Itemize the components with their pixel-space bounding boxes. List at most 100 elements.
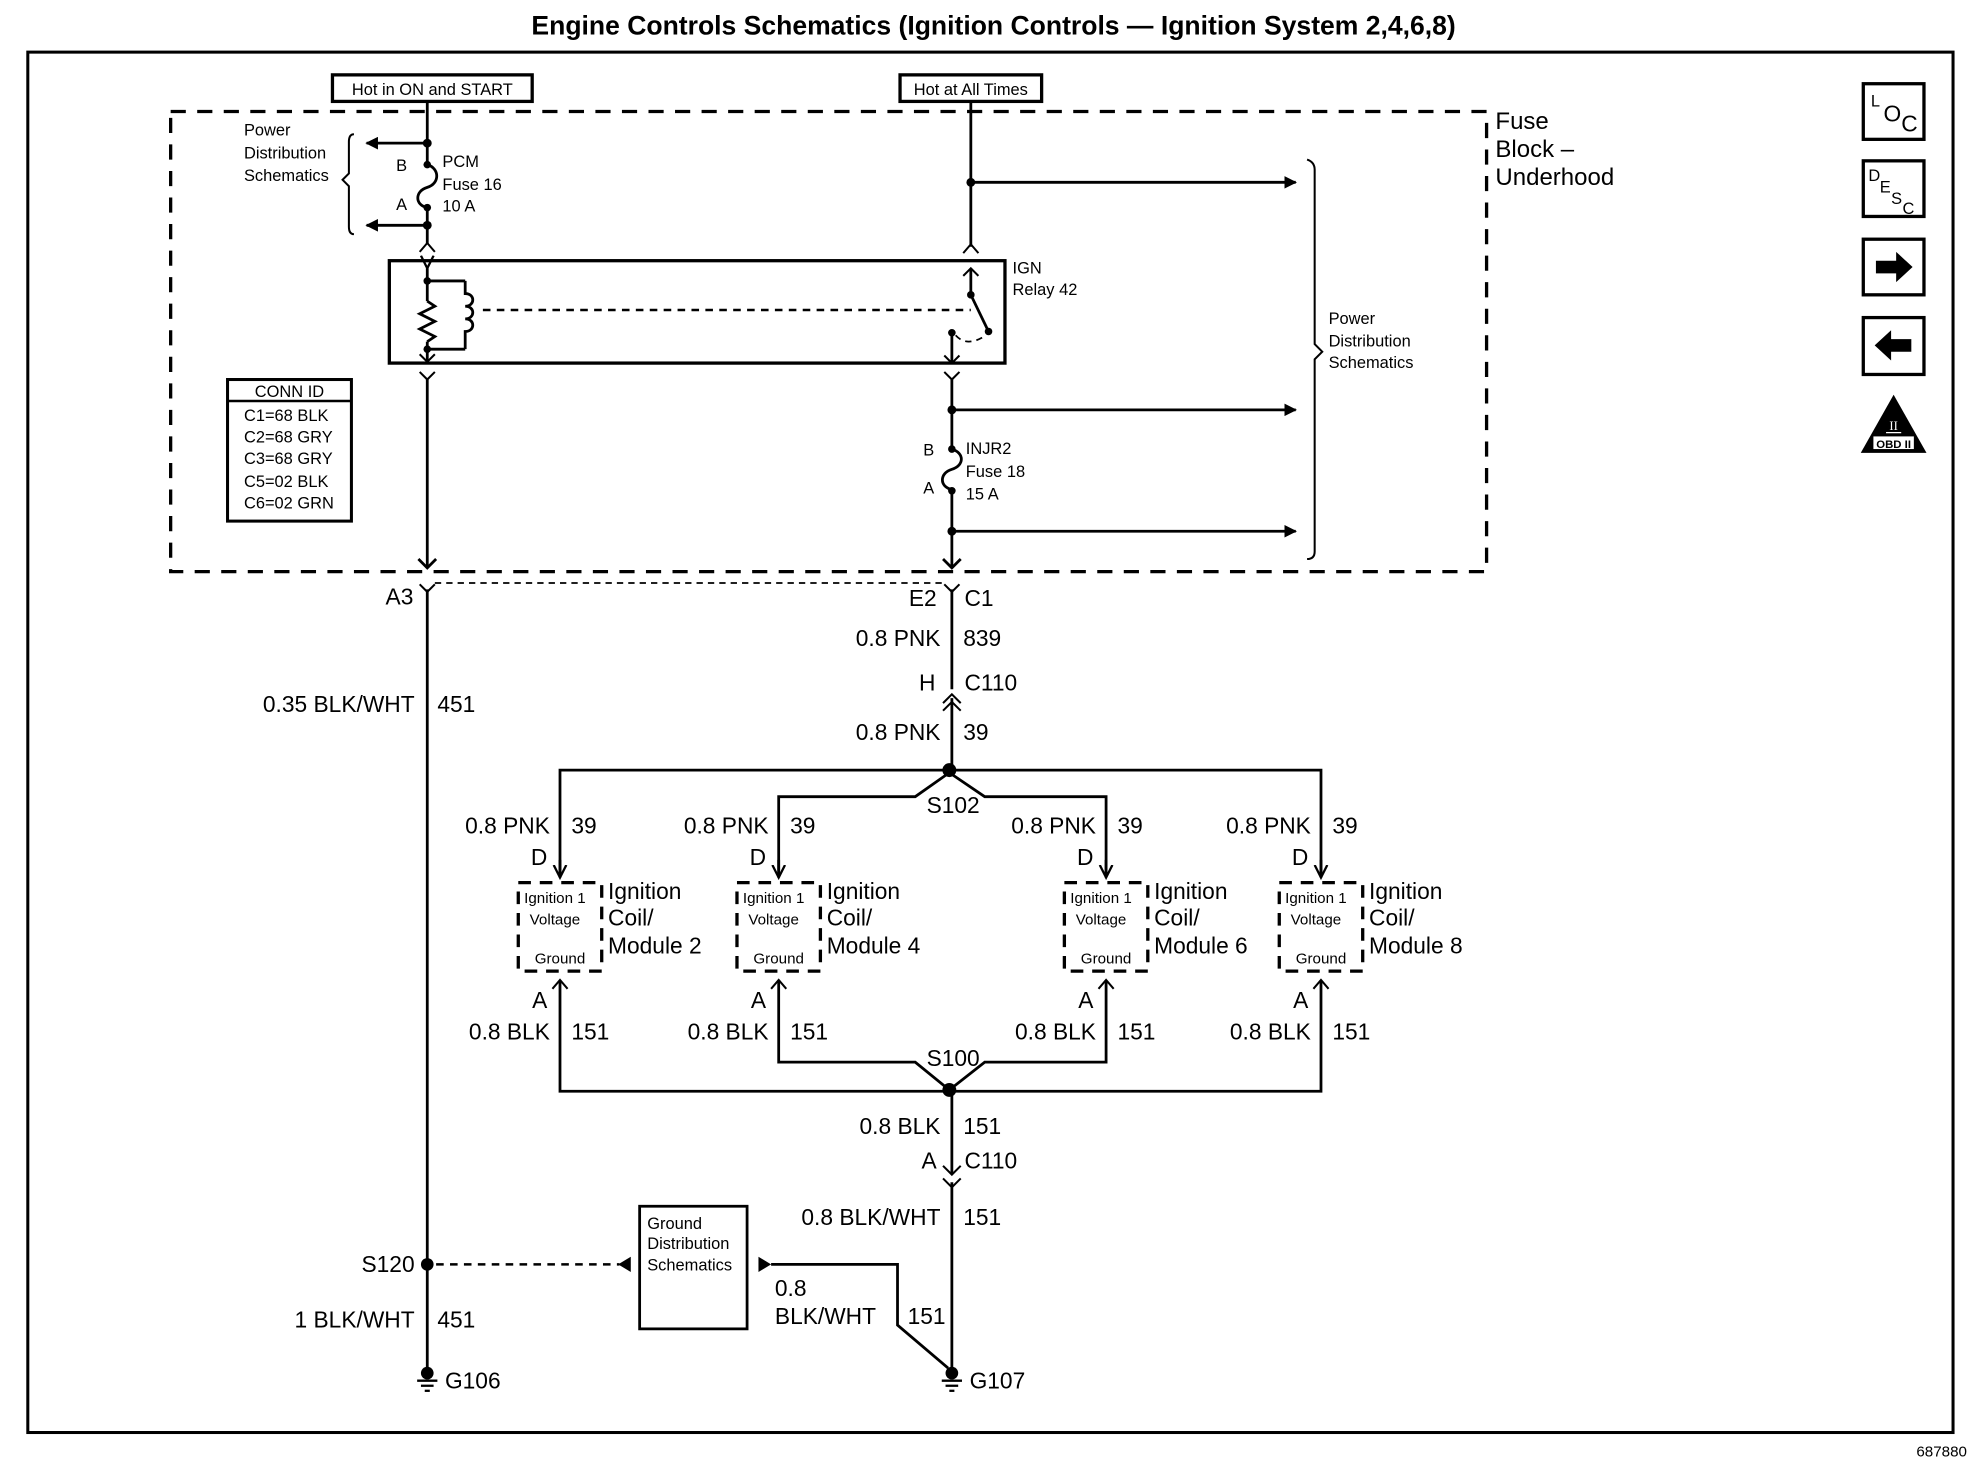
- module-pin-label: Ignition 1: [743, 890, 805, 907]
- svg-text:PCM: PCM: [442, 153, 479, 171]
- svg-text:INJR2: INJR2: [966, 440, 1012, 458]
- figure-id: 687880: [1916, 1444, 1967, 1461]
- svg-text:15 A: 15 A: [966, 486, 999, 504]
- svg-text:S: S: [1891, 190, 1902, 208]
- connector-pin: D: [1292, 844, 1308, 870]
- module-pin-label: Ignition 1: [524, 890, 586, 907]
- svg-text:Hot in ON and START: Hot in ON and START: [352, 81, 513, 99]
- next-button[interactable]: [1861, 237, 1926, 297]
- fuse-block-label: Fuse Block – Underhood: [1495, 108, 1614, 191]
- prev-button[interactable]: [1861, 315, 1926, 377]
- svg-text:D: D: [1868, 167, 1880, 185]
- circuit-label: 39: [571, 812, 596, 838]
- connector-c110: C110: [965, 669, 1018, 695]
- circuit-label: 151: [963, 1204, 1001, 1230]
- svg-text:Distribution: Distribution: [1329, 333, 1411, 351]
- svg-text:Schematics: Schematics: [647, 1257, 732, 1275]
- injr-wire: [941, 379, 1297, 570]
- svg-text:10 A: 10 A: [442, 197, 475, 215]
- module-pin-label: Voltage: [530, 911, 581, 928]
- power-dist-left: Power Distribution Schematics: [244, 122, 355, 236]
- svg-text:A: A: [396, 196, 407, 214]
- loc-button[interactable]: L O C: [1861, 82, 1926, 141]
- svg-text:C5=02 BLK: C5=02 BLK: [244, 473, 328, 491]
- module-pin-label: Ground: [753, 951, 804, 968]
- desc-button[interactable]: D E S C: [1861, 159, 1926, 219]
- connector-pin: D: [531, 844, 547, 870]
- svg-text:Power: Power: [1329, 310, 1376, 328]
- wire-label: 0.8 BLK: [860, 1113, 941, 1139]
- batt-feed-wire: [962, 101, 1297, 254]
- circuit-label: 839: [963, 625, 1001, 651]
- connector-pin: A: [1293, 987, 1309, 1013]
- circuit-label: 151: [1117, 1018, 1155, 1044]
- main-circuit: [551, 583, 1330, 1392]
- svg-text:Distribution: Distribution: [647, 1235, 729, 1253]
- svg-text:II: II: [1889, 419, 1897, 433]
- svg-text:Fuse 18: Fuse 18: [966, 463, 1025, 481]
- module-pin-label: Voltage: [1076, 911, 1127, 928]
- connector-c1: C1: [965, 585, 994, 611]
- svg-text:L: L: [1871, 92, 1880, 110]
- circuit-label: 151: [963, 1113, 1001, 1139]
- wire-label: 0.8 PNK: [1011, 812, 1096, 838]
- splice-s120: S120: [361, 1251, 414, 1277]
- diagram-frame: [26, 50, 1955, 1435]
- svg-text:Underhood: Underhood: [1495, 164, 1614, 191]
- wire-label: 1 BLK/WHT: [295, 1307, 415, 1333]
- svg-text:B: B: [923, 441, 934, 459]
- connector-pin: D: [750, 844, 766, 870]
- svg-text:OBD II: OBD II: [1876, 439, 1911, 451]
- svg-text:C2=68 GRY: C2=68 GRY: [244, 429, 333, 447]
- module-pin-label: Ignition 1: [1070, 890, 1132, 907]
- module-name: Module 2: [608, 932, 702, 958]
- c110-pin-a: A: [922, 1147, 938, 1173]
- page-title: Engine Controls Schematics (Ignition Con…: [531, 10, 1455, 40]
- svg-text:Ground: Ground: [647, 1215, 702, 1233]
- wire-label: 0.8 BLK: [469, 1018, 550, 1044]
- wire-label: 0.8 BLK: [1015, 1018, 1096, 1044]
- circuit-label: 39: [790, 812, 815, 838]
- module-name: Coil/: [827, 905, 873, 931]
- ign-relay: [387, 261, 1007, 365]
- module-name: Ignition: [827, 878, 900, 904]
- ignition-coil-module: Ignition 1VoltageGroundIgnitionCoil/Modu…: [465, 812, 701, 1044]
- ground-g106: G106: [445, 1367, 501, 1393]
- power-source-batt: Hot at All Times: [898, 73, 1044, 104]
- connector-pin: A: [532, 987, 548, 1013]
- svg-text:O: O: [1884, 101, 1902, 127]
- svg-text:Fuse: Fuse: [1495, 108, 1548, 135]
- svg-text:A: A: [923, 479, 934, 497]
- connector-a3: A3: [386, 584, 414, 610]
- circuit-label: 39: [1332, 812, 1357, 838]
- power-source-ign: Hot in ON and START: [330, 73, 534, 104]
- circuit-label: 151: [1332, 1018, 1370, 1044]
- svg-text:Block –: Block –: [1495, 136, 1574, 163]
- arrow-right-icon: [1875, 251, 1913, 283]
- relay-label: IGN Relay 42: [1013, 259, 1078, 298]
- module-name: Ignition: [1369, 878, 1442, 904]
- module-name: Module 6: [1154, 932, 1248, 958]
- svg-text:CONN ID: CONN ID: [255, 383, 324, 401]
- circuit-label: 151: [790, 1018, 828, 1044]
- obd-ii-icon[interactable]: OBD II II: [1860, 394, 1927, 453]
- svg-text:B: B: [396, 157, 407, 175]
- svg-text:Fuse 16: Fuse 16: [442, 176, 501, 194]
- svg-text:C: C: [1901, 111, 1917, 137]
- c110-pin-h: H: [919, 669, 935, 695]
- splice-s100: S100: [927, 1045, 980, 1071]
- connector-pin: A: [1078, 987, 1094, 1013]
- connector-e2: E2: [909, 585, 937, 611]
- module-name: Ignition: [608, 878, 681, 904]
- pcm-fuse-label: B A PCM Fuse 16 10 A: [396, 153, 502, 215]
- left-circuit-451: [417, 379, 946, 1392]
- ignition-coil-module: Ignition 1VoltageGroundIgnitionCoil/Modu…: [1011, 812, 1247, 1044]
- power-dist-right: Power Distribution Schematics: [1306, 158, 1413, 561]
- circuit-label: 451: [437, 691, 475, 717]
- wire-label: 0.8 PNK: [1226, 812, 1311, 838]
- module-pin-label: Voltage: [748, 911, 799, 928]
- wire-label: BLK/WHT: [775, 1303, 876, 1329]
- module-name: Ignition: [1154, 878, 1227, 904]
- svg-text:E: E: [1880, 178, 1891, 196]
- module-name: Coil/: [1369, 905, 1415, 931]
